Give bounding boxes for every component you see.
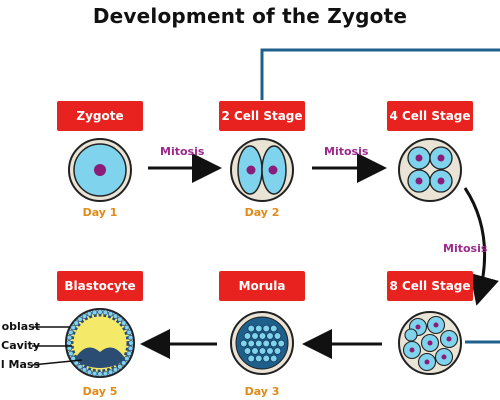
day-label-blastocyte: Day 5 [82,385,118,398]
trophoblast-cell [124,355,130,362]
trophoblast-cell [66,340,72,346]
morula-cell [247,354,256,363]
blastocyst-embryo [65,308,135,378]
trophoblast-cell [128,340,134,346]
stage-label-zygote: Zygote [57,101,143,131]
trophoblast-cell [107,369,114,375]
morula-cell [277,339,286,348]
morula-cell [254,354,263,363]
label-inner-cell-mass: l Mass [0,358,40,371]
blastocyst-labels: oblast Cavity l Mass [0,312,40,382]
trophoblast-cell [120,360,127,366]
morula-cell [266,347,274,355]
morula-cell [254,324,263,333]
morula-cell [262,324,271,333]
morula-cell [258,347,267,355]
stage-label-2-cell: 2 Cell Stage [219,101,305,131]
morula-cell [269,339,278,348]
label-trophoblast: oblast [1,320,40,333]
trophoblast-cell [127,345,134,352]
trophoblast-cell [91,370,98,377]
trophoblast-cell [117,363,123,370]
label-blastocoel-cavity: Cavity [1,339,40,352]
morula-cell [254,339,263,348]
morula-cell [266,332,274,340]
morula-embryo [230,311,294,375]
trophoblast-cell [112,313,119,319]
trophoblast-cell [77,316,83,323]
morula-cell [262,354,271,363]
morula-cell [269,354,278,363]
trophoblast-cell [117,316,123,323]
connector-line-top [260,48,500,100]
stage-label-blastocyte: Blastocyte [57,271,143,301]
day-label-zygote: Day 1 [82,206,118,219]
trophoblast-cell [66,334,73,341]
trophoblast-cell [68,350,74,357]
zygote-cell [68,138,132,202]
morula-cell [239,339,248,348]
trophoblast-cell [86,369,93,375]
trophoblast-cell [127,334,134,341]
diagram-title: Development of the Zygote [92,4,408,28]
morula-cell [243,347,252,355]
morula-cell [269,324,278,333]
morula-cell [243,332,252,340]
process-label-zygote-to-2cell: Mitosis [160,145,205,158]
day-label-2-cell: Day 2 [244,206,280,219]
morula-cell [258,332,267,340]
trophoblast-cell [97,371,103,377]
morula-cell [251,347,259,355]
trophoblast-cell [73,320,80,326]
pointer-inner-mass [31,359,83,366]
trophoblast-cell [77,363,83,370]
four-cell-embryo [398,138,462,202]
trophoblast-cell [124,324,130,331]
trophoblast-cell [112,367,119,373]
trophoblast-cell [126,350,132,357]
trophoblast-cell [86,311,93,317]
day-label-morula: Day 3 [244,385,280,398]
trophoblast-cell [120,320,127,326]
stage-label-8-cell: 8 Cell Stage [387,271,473,301]
process-label-2cell-to-4cell: Mitosis [324,145,369,158]
trophoblast-cell [91,309,98,316]
stage-label-morula: Morula [219,271,305,301]
trophoblast-cell [107,311,114,317]
two-cell-embryo [230,138,294,202]
trophoblast-cell [81,367,88,373]
morula-cell [247,339,256,348]
morula-cell [251,332,259,340]
arrow-4cell-to-8cell [463,187,499,306]
trophoblast-cell [102,309,109,316]
stage-label-4-cell: 4 Cell Stage [387,101,473,131]
morula-cell [273,347,282,355]
trophoblast-cell [81,313,88,319]
trophoblast-cell [126,329,132,336]
trophoblast-cell [68,329,74,336]
trophoblast-cell [70,324,76,331]
morula-cell [247,324,256,333]
trophoblast-cell [97,309,103,315]
process-label-4cell-to-8cell: Mitosis [443,242,488,255]
morula-cell [273,332,282,340]
trophoblast-cell [102,370,109,377]
morula-cell [262,339,271,348]
eight-cell-embryo [398,311,462,375]
